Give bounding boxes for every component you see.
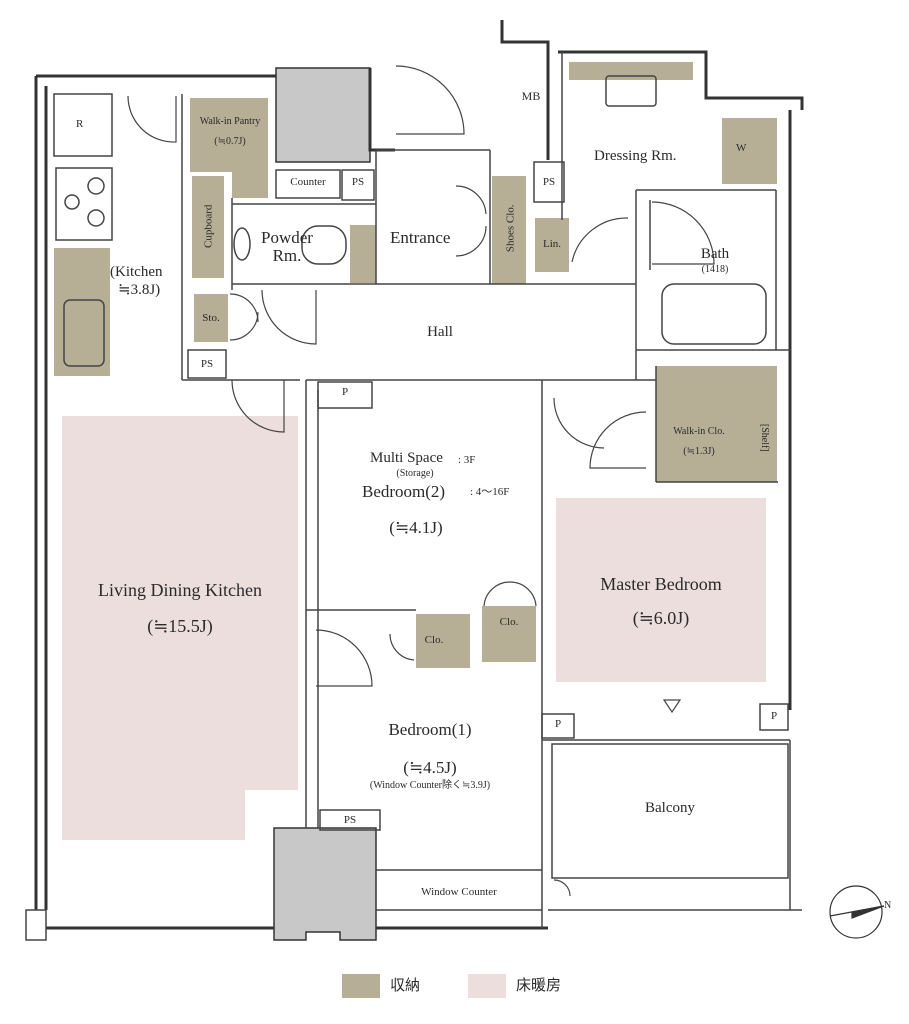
sink	[63, 299, 105, 367]
kitchen-counter-storage	[54, 248, 110, 376]
walkin-clo-storage	[656, 366, 777, 482]
doors	[127, 65, 715, 897]
bath-size: (1418)	[701, 264, 729, 275]
mb-wall	[500, 20, 550, 160]
outer-wall-north	[368, 68, 395, 152]
legend-storage-swatch	[342, 974, 380, 998]
powder-label: Powder	[261, 228, 313, 247]
clo2-storage	[482, 606, 536, 662]
entrance-label: Entrance	[390, 228, 451, 247]
shelf-label: [Shelf]	[758, 423, 770, 452]
bedroom2-size: (≒4.1J)	[389, 518, 443, 537]
clo1-label: Clo.	[424, 634, 444, 646]
compass	[829, 885, 885, 939]
dressing-label: Dressing Rm.	[594, 148, 677, 164]
multi-space-label: Multi Space	[370, 450, 443, 466]
ldk-label: Living Dining Kitchen	[98, 580, 262, 600]
window-counter-label: Window Counter	[421, 886, 497, 898]
cupboard-label: Cupboard	[202, 204, 215, 249]
pantry-storage	[190, 98, 268, 198]
counter-label: Counter	[290, 176, 326, 188]
powder-sink	[233, 227, 251, 261]
ps-box-1	[341, 169, 375, 201]
counter-box	[275, 169, 341, 199]
master-floor-heating	[556, 498, 766, 682]
master-label: Master Bedroom	[600, 574, 722, 594]
storage-label: (Storage)	[396, 468, 434, 479]
window-marker	[662, 699, 682, 714]
walkin-pantry-size: (≒0.7J)	[214, 136, 246, 147]
multi-space-floor: : 3F	[458, 454, 476, 466]
stove	[55, 167, 113, 241]
toilet	[301, 225, 347, 265]
bedroom1-label: Bedroom(1)	[388, 720, 472, 739]
walkin-clo-label: Walk-in Clo.	[673, 426, 725, 437]
mb-label: MB	[521, 89, 541, 103]
bathtub	[661, 283, 767, 345]
p-label-2: P	[554, 718, 562, 730]
ps-label-1: PS	[351, 176, 365, 188]
dressing-sink	[605, 75, 657, 107]
ps-label-2: PS	[542, 176, 556, 188]
p-box-2	[541, 713, 575, 739]
p-label-1: P	[341, 386, 349, 398]
powder-storage	[350, 225, 376, 283]
lower-shaft	[273, 827, 377, 941]
dressing-top-storage	[569, 62, 693, 80]
w-label: W	[736, 142, 747, 154]
interior-walls	[25, 52, 802, 941]
ldk-size: (≒15.5J)	[147, 616, 213, 636]
lin-storage	[535, 218, 569, 272]
bedroom2-floor: : 4〜16F	[470, 486, 510, 498]
outer-wall-ne	[558, 50, 804, 110]
fridge-label: R	[76, 118, 84, 130]
floor-heating-areas	[62, 416, 766, 840]
ps-box-4	[319, 809, 381, 831]
storage-areas	[54, 62, 777, 668]
sto-storage	[194, 294, 228, 342]
legend-heating-swatch	[468, 974, 506, 998]
fridge-space	[53, 93, 113, 157]
legend-storage-label: 収納	[390, 978, 421, 994]
ps-label-4: PS	[343, 814, 357, 826]
upper-shaft	[275, 67, 371, 163]
legend-heating-label: 床暖房	[516, 978, 562, 994]
hall-label: Hall	[427, 324, 453, 340]
master-size: (≒6.0J)	[632, 608, 690, 628]
clo2-label: Clo.	[499, 616, 519, 628]
balcony-rail	[551, 743, 789, 879]
walkin-clo-size: (≒1.3J)	[683, 446, 715, 457]
ldk-floor-heating	[62, 416, 298, 840]
cupboard-storage	[192, 176, 224, 278]
walkin-pantry-label: Walk-in Pantry	[199, 116, 261, 127]
bedroom1-size: (≒4.5J)	[403, 758, 457, 777]
p-box-1	[317, 381, 373, 409]
sto-label: Sto.	[202, 312, 220, 324]
bath-label: Bath	[700, 246, 730, 262]
lin-label: Lin.	[542, 238, 562, 250]
p-box-3	[759, 703, 789, 731]
ps-label-3: PS	[200, 358, 214, 370]
north-label: N	[884, 900, 892, 911]
ps-box-2	[533, 161, 565, 203]
ps-box-3	[187, 349, 227, 379]
clo1-storage	[416, 614, 470, 668]
bedroom1-note: (Window Counter除く≒3.9J)	[369, 780, 491, 791]
powder-label-2: Rm.	[272, 246, 302, 265]
shafts	[273, 67, 377, 941]
balcony-label: Balcony	[645, 800, 695, 816]
kitchen-size: ≒3.8J)	[118, 282, 161, 298]
w-storage	[722, 118, 777, 184]
shoes-label: Shoes Clo.	[504, 204, 517, 253]
p-label-3: P	[770, 710, 778, 722]
shoes-storage	[492, 176, 526, 284]
bedroom2-label: Bedroom(2)	[362, 482, 446, 501]
kitchen-label: (Kitchen	[110, 264, 163, 280]
